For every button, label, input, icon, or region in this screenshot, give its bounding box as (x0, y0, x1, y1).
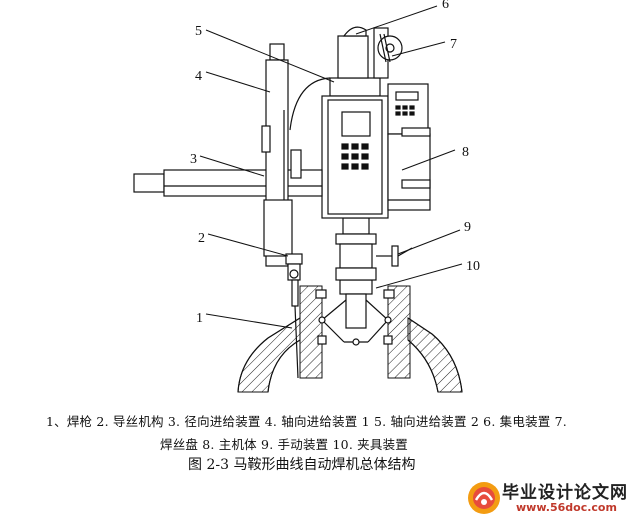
label-9: 9 (464, 220, 471, 235)
central-column (335, 217, 413, 281)
watermark: 毕业设计论文网 www.56doc.com (464, 476, 628, 520)
label-5: 5 (195, 24, 202, 39)
wire-guide (285, 149, 303, 281)
label-2: 2 (198, 231, 205, 246)
watermark-logo-icon (468, 482, 500, 514)
label-1: 1 (196, 311, 203, 326)
label-6: 6 (442, 0, 449, 12)
watermark-title: 毕业设计论文网 (502, 483, 628, 503)
leader-lines (199, 5, 463, 329)
welder-assembly-drawing: 1 2 3 4 5 6 7 8 9 10 (133, 0, 480, 393)
figure-caption: 图 2-3 马鞍形曲线自动焊机总体结构 (188, 457, 416, 473)
collector-device (337, 26, 403, 79)
clamp-device (315, 279, 395, 346)
label-10: 10 (466, 259, 480, 274)
welding-torch (291, 279, 299, 379)
label-8: 8 (462, 145, 469, 160)
label-7: 7 (450, 37, 457, 52)
label-4: 4 (195, 69, 202, 84)
branch-pipe (299, 285, 411, 379)
label-3: 3 (190, 152, 197, 167)
legend-line-2: 焊丝盘 8. 主机体 9. 手动装置 10. 夹具装置 (160, 437, 408, 452)
watermark-url: www.56doc.com (516, 501, 617, 514)
pipe-section (237, 317, 463, 393)
axial-feed-slide (261, 43, 331, 267)
main-body (321, 77, 431, 219)
legend-line-1: 1、焊枪 2. 导丝机构 3. 径向进给装置 4. 轴向进给装置 1 5. 轴向… (46, 414, 567, 429)
